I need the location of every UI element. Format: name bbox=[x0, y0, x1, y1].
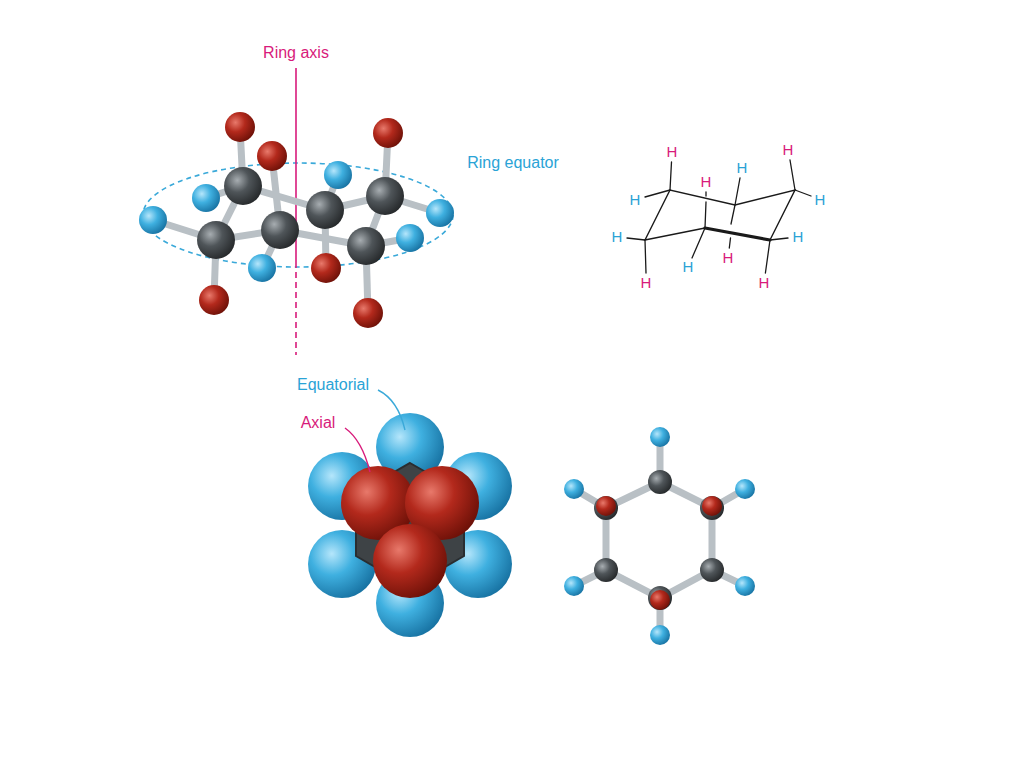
carbon-atom bbox=[700, 558, 724, 582]
equatorial-h-atom bbox=[735, 479, 755, 499]
carbon-atom bbox=[197, 221, 235, 259]
atom-symbol: H bbox=[641, 275, 652, 292]
ball-and-stick-top bbox=[564, 427, 755, 645]
equatorial-h-atom bbox=[564, 479, 584, 499]
axial-h-atom bbox=[199, 285, 229, 315]
atom-symbol: H bbox=[683, 259, 694, 276]
atom-symbol: H bbox=[737, 160, 748, 177]
position-label: Axial bbox=[301, 414, 336, 432]
axial-h-atom bbox=[353, 298, 383, 328]
chair-front-edge bbox=[705, 228, 770, 240]
atom-symbol: H bbox=[630, 192, 641, 209]
bond-line bbox=[645, 240, 646, 273]
bond bbox=[606, 482, 712, 598]
atom-symbol: H bbox=[723, 250, 734, 267]
carbon-atom bbox=[366, 177, 404, 215]
bond-line bbox=[670, 162, 672, 190]
ring-axis-dashed bbox=[295, 272, 297, 355]
axial-h-atom bbox=[257, 141, 287, 171]
axial-h-atom bbox=[225, 112, 255, 142]
axial-h-atom bbox=[596, 496, 616, 516]
carbon-atom bbox=[261, 211, 299, 249]
chair-line-drawing bbox=[627, 160, 811, 273]
bond-line bbox=[765, 240, 770, 273]
bond-line bbox=[731, 205, 735, 224]
bond-line bbox=[795, 190, 811, 196]
space-filling-model bbox=[308, 390, 512, 637]
bond-line bbox=[627, 238, 645, 240]
equatorial-h-atom bbox=[650, 625, 670, 645]
carbon-atom bbox=[648, 470, 672, 494]
carbon-atom bbox=[306, 191, 344, 229]
carbon-atom bbox=[648, 586, 672, 610]
bond-line bbox=[770, 238, 788, 240]
chair-ring bbox=[645, 190, 795, 240]
equator-label: Ring equator bbox=[467, 154, 559, 172]
bond-line bbox=[705, 202, 706, 228]
equatorial-h-atom bbox=[564, 576, 584, 596]
ring-equator-ellipse bbox=[143, 163, 453, 267]
carbon-atoms bbox=[197, 167, 404, 265]
equatorial-hydrogens bbox=[139, 161, 454, 282]
atom-symbol: H bbox=[815, 192, 826, 209]
axial-h-atom bbox=[373, 118, 403, 148]
ball-and-stick-side bbox=[139, 68, 454, 355]
bond-line bbox=[735, 178, 740, 205]
bond-line bbox=[729, 238, 730, 248]
axial-h-atom bbox=[311, 253, 341, 283]
axial-hydrogens bbox=[199, 112, 403, 328]
carbon-atom bbox=[347, 227, 385, 265]
chair-h-bonds bbox=[627, 160, 811, 273]
atom-symbol: H bbox=[667, 144, 678, 161]
atom-symbol: H bbox=[783, 142, 794, 159]
equatorial-h-atom bbox=[396, 224, 424, 252]
bond-line bbox=[705, 192, 706, 196]
equatorial-h-atom bbox=[192, 184, 220, 212]
bond-line bbox=[790, 160, 795, 190]
axis-label: Ring axis bbox=[263, 44, 329, 62]
carbon-atom bbox=[700, 496, 724, 520]
atom-symbol: H bbox=[759, 275, 770, 292]
atom-symbol: H bbox=[793, 229, 804, 246]
equatorial-h-atom bbox=[324, 161, 352, 189]
leader-line bbox=[345, 428, 370, 472]
leader-line bbox=[378, 390, 405, 430]
carbon-atom bbox=[594, 496, 618, 520]
equatorial-h-atom bbox=[248, 254, 276, 282]
atom-symbol: H bbox=[612, 229, 623, 246]
bond-line bbox=[645, 190, 670, 197]
bond-line bbox=[692, 228, 705, 258]
carbon-atom bbox=[224, 167, 262, 205]
axial-h-sphere bbox=[373, 524, 447, 598]
position-label: Equatorial bbox=[297, 376, 369, 394]
axial-h-atom bbox=[650, 590, 670, 610]
equatorial-h-atom bbox=[735, 576, 755, 596]
equatorial-h-atom bbox=[139, 206, 167, 234]
equatorial-h-atom bbox=[426, 199, 454, 227]
atom-symbol: H bbox=[701, 174, 712, 191]
bond-sticks bbox=[574, 437, 745, 635]
equatorial-h-atom bbox=[650, 427, 670, 447]
carbon-atom bbox=[594, 558, 618, 582]
axial-h-atom bbox=[702, 496, 722, 516]
